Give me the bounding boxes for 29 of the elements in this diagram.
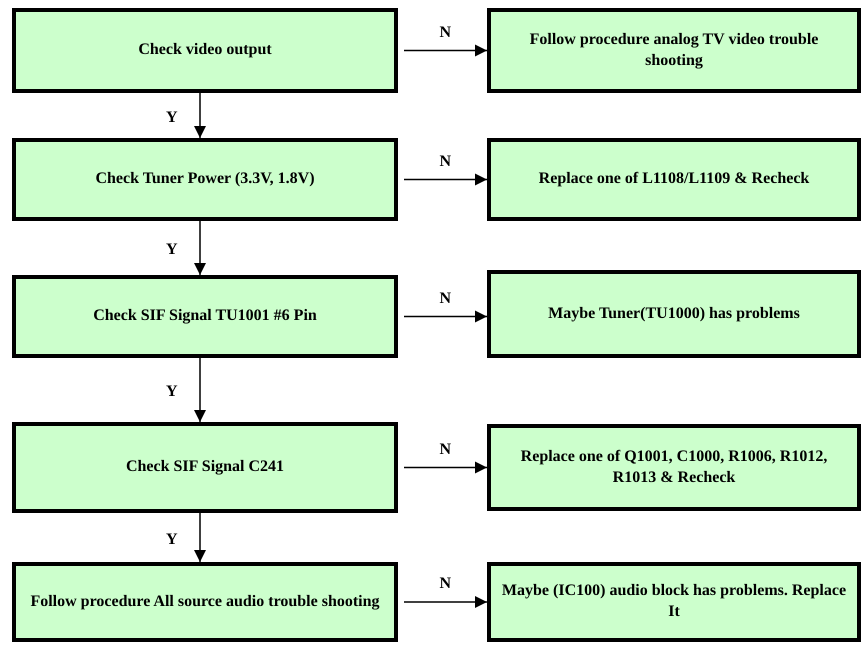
box-text: Maybe Tuner(TU1000) has problems <box>548 304 800 324</box>
box-text: Check Tuner Power (3.3V, 1.8V) <box>95 169 315 190</box>
process-box <box>487 562 861 642</box>
box-text: Follow procedure analog TV video trouble shooting <box>528 30 820 70</box>
process-box <box>12 562 398 642</box>
arrow <box>194 358 206 422</box>
box-text: Replace one of L1108/L1109 & Recheck <box>538 169 810 190</box>
arrow <box>404 596 487 608</box>
arrow <box>404 310 487 322</box>
process-box <box>12 8 398 93</box>
arrow <box>404 174 487 186</box>
process-box <box>12 138 398 221</box>
arrow <box>404 462 487 474</box>
process-box <box>487 270 861 358</box>
box-text: Check SIF Signal C241 <box>126 457 284 478</box>
box-text: Replace one of Q1001, C1000, R1006, R1012, R1013 & Recheck <box>520 446 828 488</box>
box-text: Maybe (IC100) audio block has problems. Replace It <box>501 581 847 622</box>
process-box <box>487 8 861 93</box>
arrow <box>194 513 206 562</box>
arrow <box>404 44 487 56</box>
box-text: Check SIF Signal TU1001 #6 Pin <box>93 306 317 326</box>
process-box <box>487 424 861 511</box>
box-text: Follow procedure All source audio trouble shooting <box>30 592 380 612</box>
process-box <box>487 138 861 221</box>
process-box <box>12 422 398 513</box>
process-box <box>12 275 398 358</box>
arrow <box>194 93 206 138</box>
arrow <box>194 221 206 275</box>
box-text: Check video output <box>138 40 272 60</box>
